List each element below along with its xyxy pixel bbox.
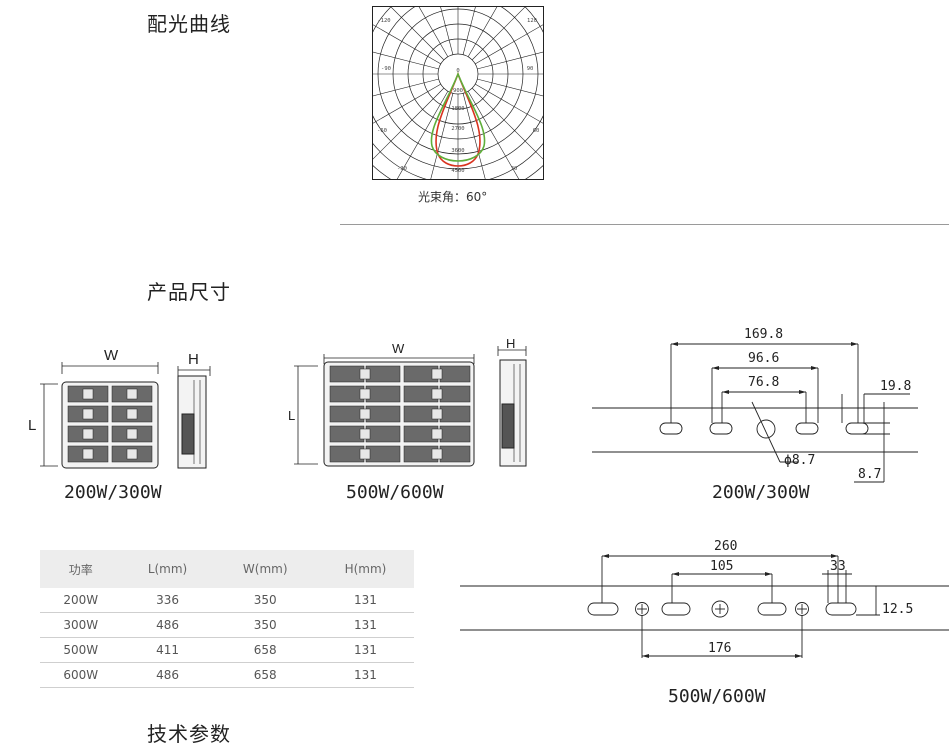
drawing-500w-600w: W H L — [288, 338, 527, 467]
dimensions-title: 产品尺寸 — [147, 280, 231, 304]
beam-angle-caption: 光束角：60° — [418, 190, 488, 204]
cell: 131 — [316, 637, 414, 663]
cell: 131 — [316, 612, 414, 638]
cell: 200W — [40, 588, 122, 613]
drawing-200w-300w: W H L — [28, 347, 211, 469]
cell: 350 — [213, 588, 317, 613]
height-label: H — [506, 338, 515, 351]
dim-text: ϕ8.7 — [784, 453, 815, 468]
angle-label: 30 — [511, 166, 518, 172]
cell: 131 — [316, 662, 414, 688]
dim-text: 105 — [710, 559, 733, 574]
table-row: 200W 336 350 131 — [40, 588, 414, 613]
dim-text: 169.8 — [744, 327, 783, 342]
cell: 411 — [121, 637, 214, 663]
light-curve-title: 配光曲线 — [147, 12, 231, 36]
angle-label: 90 — [527, 66, 534, 72]
intensity-label: 3600 — [451, 148, 464, 154]
dim-text: 12.5 — [882, 602, 913, 617]
angle-label: -90 — [381, 66, 391, 72]
cell: 658 — [213, 662, 317, 688]
angle-label: 0 — [456, 68, 459, 74]
cell: 486 — [121, 662, 214, 688]
intensity-label: 900 — [453, 88, 463, 94]
angle-label: -120 — [377, 18, 390, 24]
length-label: L — [288, 408, 295, 423]
header-height: H(mm) — [316, 550, 414, 588]
mount-drawing-large: 260 105 33 12.5 176 — [460, 539, 949, 658]
cell: 131 — [316, 588, 414, 613]
cell: 486 — [121, 612, 214, 638]
dim-text: 260 — [714, 539, 737, 554]
dim-text: 176 — [708, 641, 731, 656]
dim-text: 33 — [830, 559, 846, 574]
red-curve — [435, 71, 481, 167]
polar-radials — [372, 6, 544, 180]
dim-text: 8.7 — [858, 467, 881, 482]
angle-label: 120 — [527, 18, 537, 24]
cell: 350 — [213, 612, 317, 638]
cell: 300W — [40, 612, 122, 638]
width-label: W — [392, 341, 405, 356]
header-length: L(mm) — [121, 550, 214, 588]
intensity-label: 4500 — [451, 168, 464, 174]
table-row: 300W 486 350 131 — [40, 612, 414, 638]
mount-model-label-small: 200W/300W — [712, 482, 810, 503]
header-power: 功率 — [40, 550, 122, 588]
specs-title: 技术参数 — [147, 722, 231, 746]
dim-text: 19.8 — [880, 379, 911, 394]
angle-label: 60 — [533, 128, 540, 134]
model-label-small: 200W/300W — [64, 482, 162, 503]
model-label-large: 500W/600W — [346, 482, 444, 503]
mount-model-label-large: 500W/600W — [668, 686, 766, 707]
table-row: 600W 486 658 131 — [40, 662, 414, 688]
height-label: H — [188, 351, 199, 368]
cell: 658 — [213, 637, 317, 663]
dim-text: 96.6 — [748, 351, 779, 366]
spec-table: 功率 L(mm) W(mm) H(mm) 200W 336 350 131 30… — [40, 550, 414, 688]
intensity-label: 2700 — [451, 126, 464, 132]
intensity-label: 1800 — [451, 106, 464, 112]
angle-label: -60 — [377, 128, 387, 134]
header-width: W(mm) — [213, 550, 317, 588]
polar-light-curve: -120 120 -90 90 -60 60 -30 30 0 900 1800… — [372, 6, 544, 180]
angle-label: -30 — [397, 166, 407, 172]
table-header-row: 功率 L(mm) W(mm) H(mm) — [40, 550, 414, 588]
width-label: W — [104, 347, 119, 364]
dim-text: 76.8 — [748, 375, 779, 390]
length-label: L — [28, 417, 36, 434]
table-row: 500W 411 658 131 — [40, 637, 414, 663]
cell: 600W — [40, 662, 122, 688]
green-curve — [430, 71, 486, 162]
cell: 336 — [121, 588, 214, 613]
divider — [340, 224, 949, 225]
mount-drawing-small: 169.8 96.6 76.8 19.8 ϕ8.7 8.7 — [592, 327, 918, 483]
cell: 500W — [40, 637, 122, 663]
